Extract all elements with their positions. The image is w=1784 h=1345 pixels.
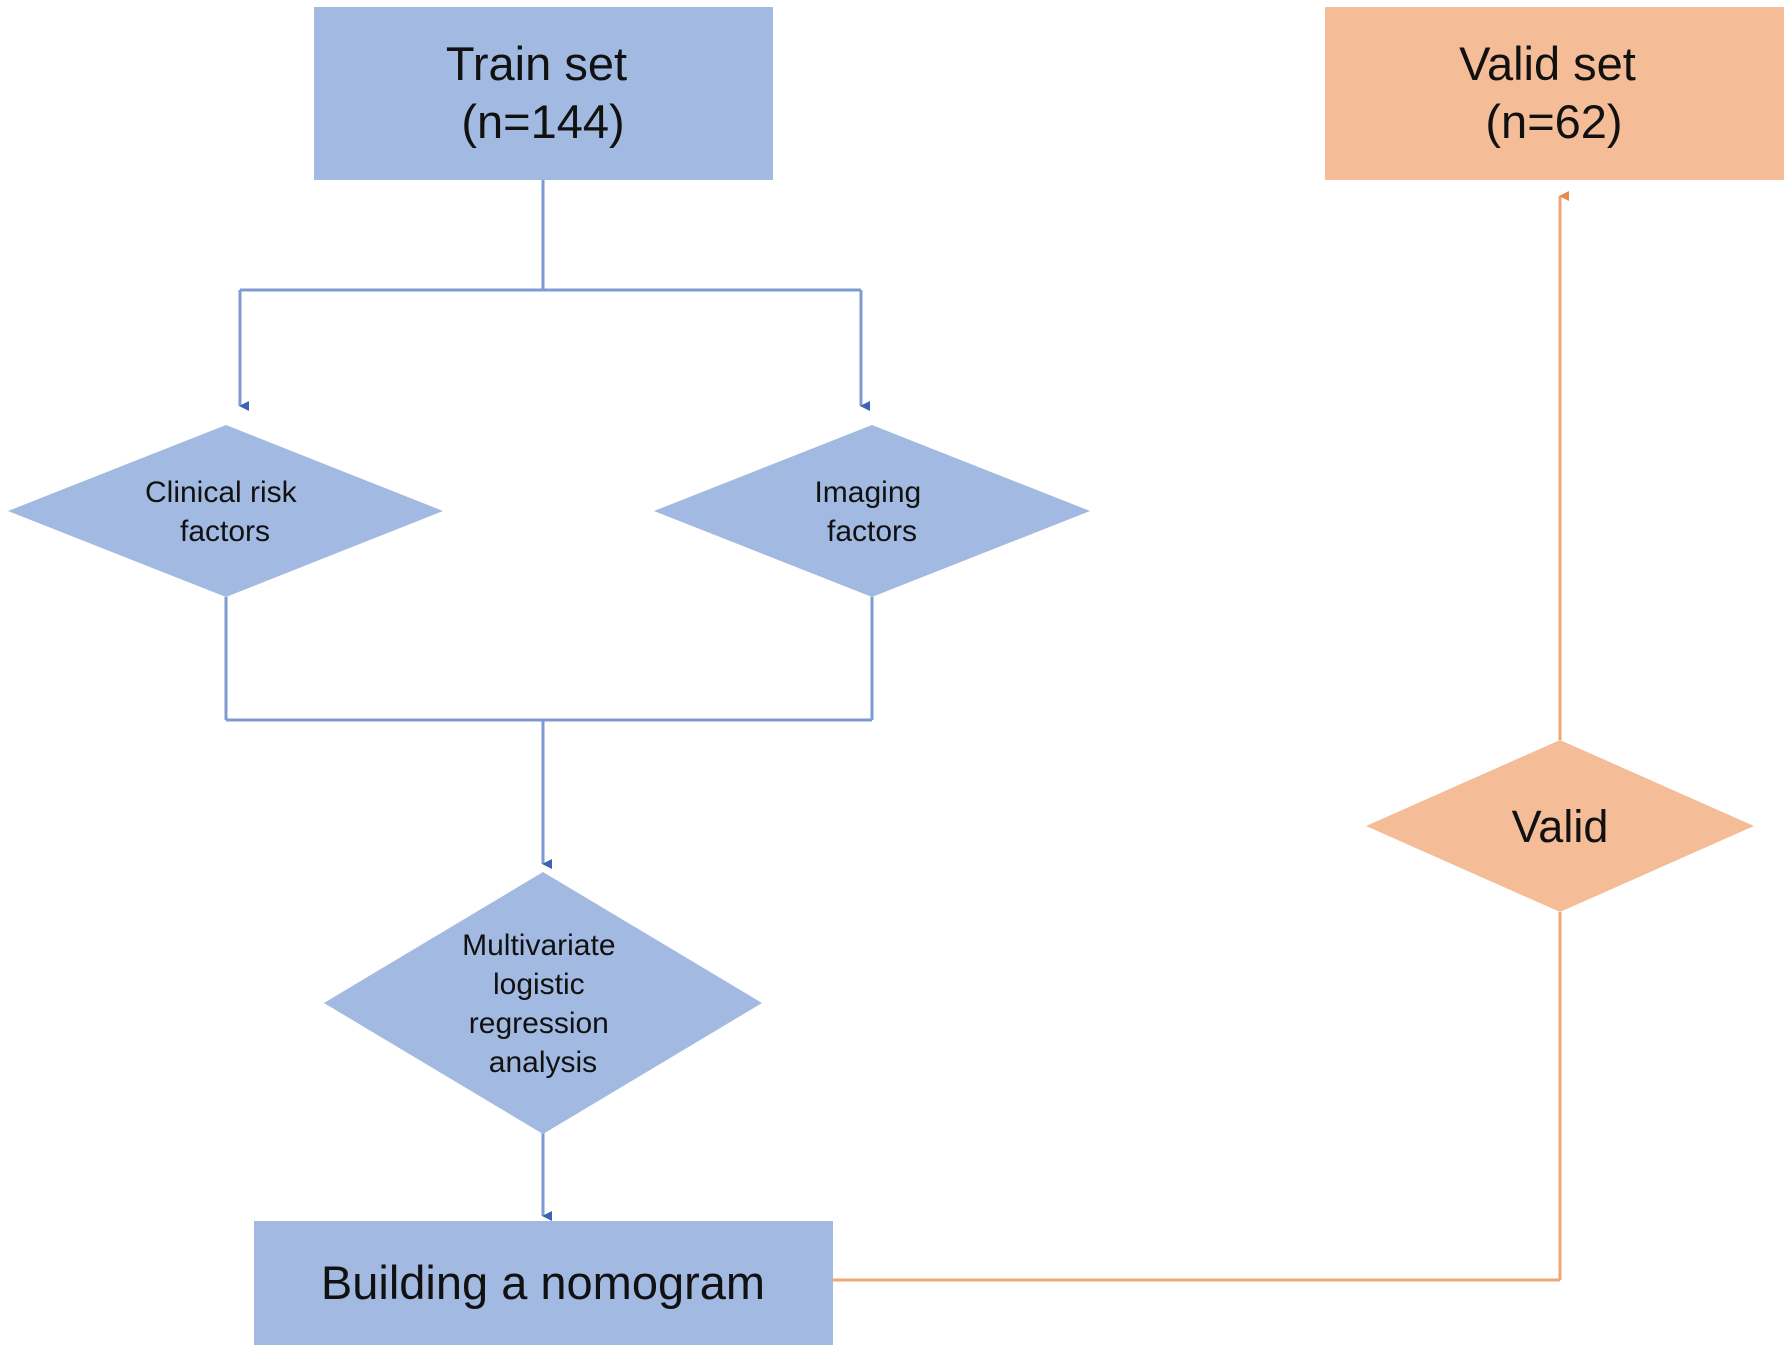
valid-set-line-2: (n=62) — [1485, 95, 1622, 148]
multivariate-node: Multivariate logistic regression analysi… — [324, 872, 762, 1134]
multivariate-label: Multivariate logistic regression analysi… — [462, 929, 624, 1079]
train-set-box — [314, 7, 773, 180]
imaging-diamond — [654, 425, 1090, 597]
valid-diamond — [1366, 740, 1754, 912]
valid-node: Valid — [1366, 740, 1754, 912]
valid-line-1: Valid — [1512, 801, 1609, 852]
valid-set-label: Valid set (n=62) — [1459, 37, 1649, 148]
multivariate-line-4: analysis — [489, 1046, 597, 1079]
train-set-node: Train set (n=144) — [314, 7, 773, 180]
imaging-line-2: factors — [827, 515, 917, 548]
imaging-label: Imaging factors — [814, 476, 929, 548]
train-set-line-2: (n=144) — [461, 95, 624, 148]
nomogram-node: Building a nomogram — [254, 1221, 833, 1345]
imaging-node: Imaging factors — [654, 425, 1090, 597]
multivariate-diamond — [324, 872, 762, 1134]
multivariate-line-3: regression — [469, 1007, 609, 1040]
valid-label: Valid — [1512, 801, 1609, 852]
nomogram-box — [254, 1221, 833, 1345]
valid-set-box — [1325, 7, 1784, 180]
orange-connectors — [833, 191, 1569, 1282]
clinical-risk-node: Clinical risk factors — [8, 425, 443, 597]
valid-set-node: Valid set (n=62) — [1325, 7, 1784, 180]
blue-connectors — [224, 180, 874, 1221]
valid-set-line-1: Valid set — [1459, 37, 1636, 90]
clinical-risk-line-2: factors — [180, 515, 270, 548]
train-set-label: Train set (n=144) — [446, 37, 640, 148]
multivariate-line-2: logistic — [493, 968, 585, 1001]
train-set-line-1: Train set — [446, 37, 627, 90]
imaging-line-1: Imaging — [814, 476, 921, 509]
nomogram-label: Building a nomogram — [321, 1256, 765, 1309]
clinical-risk-diamond — [8, 425, 443, 597]
nomogram-line-1: Building a nomogram — [321, 1256, 765, 1309]
multivariate-line-1: Multivariate — [462, 929, 615, 962]
clinical-risk-line-1: Clinical risk — [145, 476, 298, 509]
clinical-risk-label: Clinical risk factors — [145, 476, 305, 548]
